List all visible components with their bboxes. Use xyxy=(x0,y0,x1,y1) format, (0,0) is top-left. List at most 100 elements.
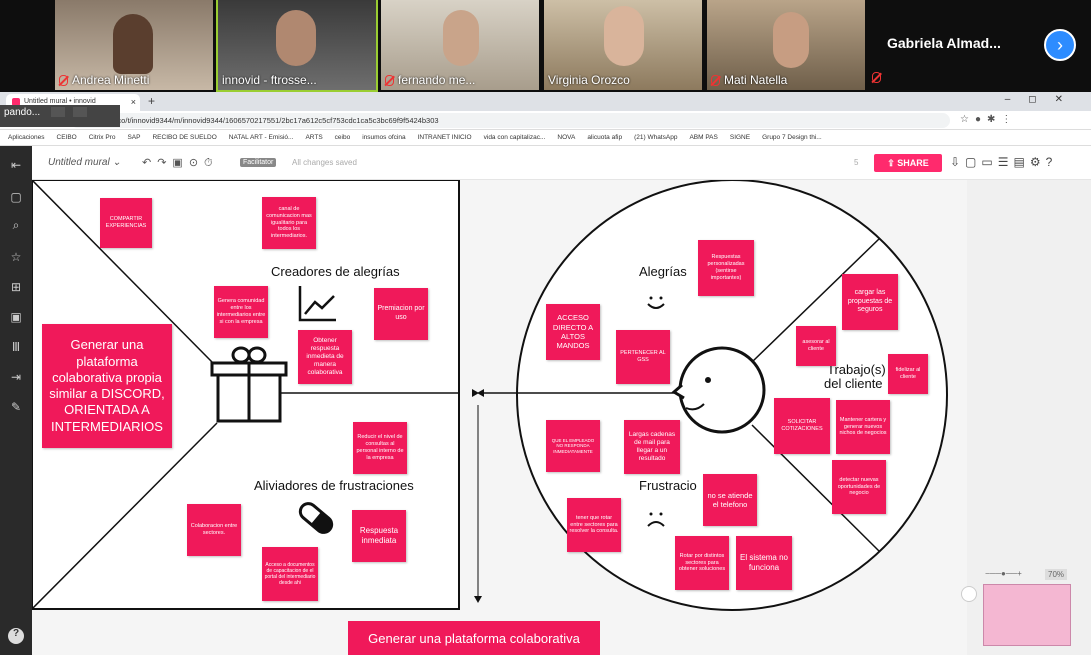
bookmark-item[interactable]: (21) WhatsApp xyxy=(634,134,678,141)
participant-tile[interactable]: fernando me... xyxy=(381,0,539,90)
sticky-note-icon[interactable]: ▢ xyxy=(10,190,22,204)
sticky-note[interactable]: cargar las propuestas de seguros xyxy=(842,274,898,330)
help-icon[interactable]: ? xyxy=(8,628,24,644)
address-bar: app.mural.co/t/innovid9344/m/innovid9344… xyxy=(0,111,1091,130)
outline-button[interactable] xyxy=(961,586,977,602)
next-page-button[interactable]: › xyxy=(1044,29,1076,61)
participant-tile[interactable]: Andrea Minetti xyxy=(55,0,213,90)
new-tab-button[interactable]: + xyxy=(148,94,156,108)
zoom-level[interactable]: 70% xyxy=(1045,569,1068,580)
mural-canvas[interactable]: Creadores de alegrías Aliviadores de fru… xyxy=(32,180,967,655)
muted-mic-icon xyxy=(59,74,68,86)
collapse-icon[interactable]: ⇤ xyxy=(10,158,22,172)
sticky-note[interactable]: PERTENECER AL GSS xyxy=(616,330,670,384)
bottom-sticky[interactable]: Generar una plataforma colaborativa xyxy=(348,621,600,655)
toolbar-right-icons[interactable]: ⇩▢▭☰▤⚙? xyxy=(950,155,1058,169)
mural-favicon-icon xyxy=(12,98,20,106)
library-icon[interactable]: Ⅲ xyxy=(11,340,21,354)
bookmark-item[interactable]: Citrix Pro xyxy=(88,134,116,141)
save-status: All changes saved xyxy=(292,158,357,167)
bookmark-item[interactable]: insumos ofcina xyxy=(362,134,406,141)
stop-share-icon[interactable] xyxy=(72,107,87,118)
chevron-right-icon: › xyxy=(1057,34,1063,55)
url-input[interactable]: app.mural.co/t/innovid9344/m/innovid9344… xyxy=(70,113,950,128)
aliviadores-label: Aliviadores de frustraciones xyxy=(254,478,414,493)
participant-name: fernando me... xyxy=(398,73,476,87)
image-icon[interactable]: ▣ xyxy=(10,310,22,324)
participant-name: Andrea Minetti xyxy=(72,73,150,87)
bookmark-item[interactable]: INTRANET INICIO xyxy=(417,134,472,141)
trabajos-label-2: del cliente xyxy=(824,376,883,391)
pause-share-icon[interactable] xyxy=(50,107,65,118)
sticky-note[interactable]: Largas cadenas de mail para llegar a un … xyxy=(624,420,680,474)
undo-redo-icons[interactable]: ↶↷▣⊙⏱ xyxy=(142,157,219,169)
bookmark-item[interactable]: Grupo 7 Design thi... xyxy=(762,134,822,141)
participant-tile[interactable]: innovid - ftrosse... xyxy=(216,0,378,92)
right-panel xyxy=(967,180,1091,655)
sticky-note[interactable]: ACCESO DIRECTO A ALTOS MANDOS xyxy=(546,304,600,360)
sticky-note[interactable]: COMPARTIR EXPERIENCIAS xyxy=(100,198,152,248)
sticky-note[interactable]: detectar nuevas oportunidades de negocio xyxy=(832,460,886,514)
star-icon[interactable]: ☆ xyxy=(10,250,22,264)
facilitator-badge[interactable]: Facilitator xyxy=(240,158,277,167)
tab-title: Untitled mural • innovid xyxy=(24,98,96,105)
online-count: 5 xyxy=(854,158,859,167)
bookmark-item[interactable]: NATAL ART - Emisió... xyxy=(228,134,294,141)
bookmark-item[interactable]: ceibo xyxy=(334,134,351,141)
sticky-note[interactable]: Colaboracion entre sectores. xyxy=(187,504,241,556)
bookmark-item[interactable]: SAP xyxy=(127,134,141,141)
sticky-note[interactable]: fidelizar al cliente xyxy=(888,354,928,394)
screen-share-control[interactable]: pando... xyxy=(0,105,120,127)
trabajos-label: Trabajo(s) xyxy=(827,362,886,377)
bookmark-item[interactable]: RECIBO DE SUELDO xyxy=(152,134,217,141)
sticky-note[interactable]: Genera comunidad entre los intermediario… xyxy=(214,286,268,338)
share-button[interactable]: ⇪ SHARE xyxy=(874,154,942,172)
grid-icon[interactable]: ⊞ xyxy=(10,280,22,294)
sticky-note[interactable]: SOLICITAR COTIZACIONES xyxy=(774,398,830,454)
sticky-note[interactable]: canal de comunicacion mas igualitario pa… xyxy=(262,197,316,249)
participant-tile[interactable]: Virginia Orozco xyxy=(544,0,702,90)
sticky-note[interactable]: Reducir el nivel de consultas al persona… xyxy=(353,422,407,474)
window-controls[interactable]: –◻✕ xyxy=(1004,94,1081,105)
muted-mic-icon xyxy=(872,72,881,83)
bookmark-item[interactable]: CEIBO xyxy=(56,134,77,141)
sharing-label: pando... xyxy=(4,107,41,118)
sticky-note[interactable]: Obtener respuesta inmedieta de manera co… xyxy=(298,330,352,384)
bookmark-item[interactable]: Aplicaciones xyxy=(8,134,45,141)
extension-icons[interactable]: ☆●✱⋮ xyxy=(960,114,1018,125)
pen-icon[interactable]: ✎ xyxy=(10,400,22,414)
text-icon[interactable]: ⌕ xyxy=(12,218,20,232)
mural-title[interactable]: Untitled mural ⌄ xyxy=(48,157,121,168)
participant-name: Mati Natella xyxy=(724,73,788,87)
import-icon[interactable]: ⇥ xyxy=(10,370,22,384)
sticky-note[interactable]: Premiacion por uso xyxy=(374,288,428,340)
sticky-note[interactable]: QUE EL EMPLEADO NO RESPONDA INMEDIATAMEN… xyxy=(546,420,600,472)
bookmark-item[interactable]: SIGNE xyxy=(729,134,751,141)
video-gallery: Andrea Minetti innovid - ftrosse... fern… xyxy=(0,0,1091,92)
bookmark-item[interactable]: NOVA xyxy=(557,134,576,141)
zoom-slider[interactable]: −──●──+ xyxy=(985,569,1022,578)
muted-mic-icon xyxy=(711,74,720,86)
tab-bar: Untitled mural • innovid × + –◻✕ xyxy=(0,92,1091,111)
sticky-note[interactable]: asesorar al cliente xyxy=(796,326,836,366)
main-value-sticky[interactable]: Generar una plataforma colaborativa prop… xyxy=(42,324,172,448)
minimap[interactable] xyxy=(983,584,1071,646)
bookmark-item[interactable]: alicuota afip xyxy=(587,134,623,141)
participant-tile[interactable]: Mati Natella xyxy=(707,0,865,90)
creadores-label: Creadores de alegrías xyxy=(271,264,400,279)
bookmark-item[interactable]: vida con capitalizac... xyxy=(483,134,546,141)
bookmark-item[interactable]: ABM PAS xyxy=(689,134,718,141)
sticky-note[interactable]: Respuestas personalizadas (sentirse impo… xyxy=(698,240,754,296)
bookmark-item[interactable]: ARTS xyxy=(305,134,323,141)
sticky-note[interactable]: tener que rotar entre sectores para reso… xyxy=(567,498,621,552)
sticky-note[interactable]: El sistema no funciona xyxy=(736,536,792,590)
sticky-note[interactable]: Rotar por distintos sectores para obtene… xyxy=(675,536,729,590)
mural-toolbar: Untitled mural ⌄ ↶↷▣⊙⏱ Facilitator All c… xyxy=(32,146,1091,180)
muted-mic-icon xyxy=(385,74,394,86)
participant-name: Virginia Orozco xyxy=(548,73,630,87)
sticky-note[interactable]: no se atiende el telefono xyxy=(703,474,757,526)
sticky-note[interactable]: Acceso a documentos de capacitacion de e… xyxy=(262,547,318,601)
sticky-note[interactable]: Respuesta inmediata xyxy=(352,510,406,562)
close-tab-icon[interactable]: × xyxy=(130,97,136,107)
sticky-note[interactable]: Mantener cartera y generar nuevos nichos… xyxy=(836,400,890,454)
